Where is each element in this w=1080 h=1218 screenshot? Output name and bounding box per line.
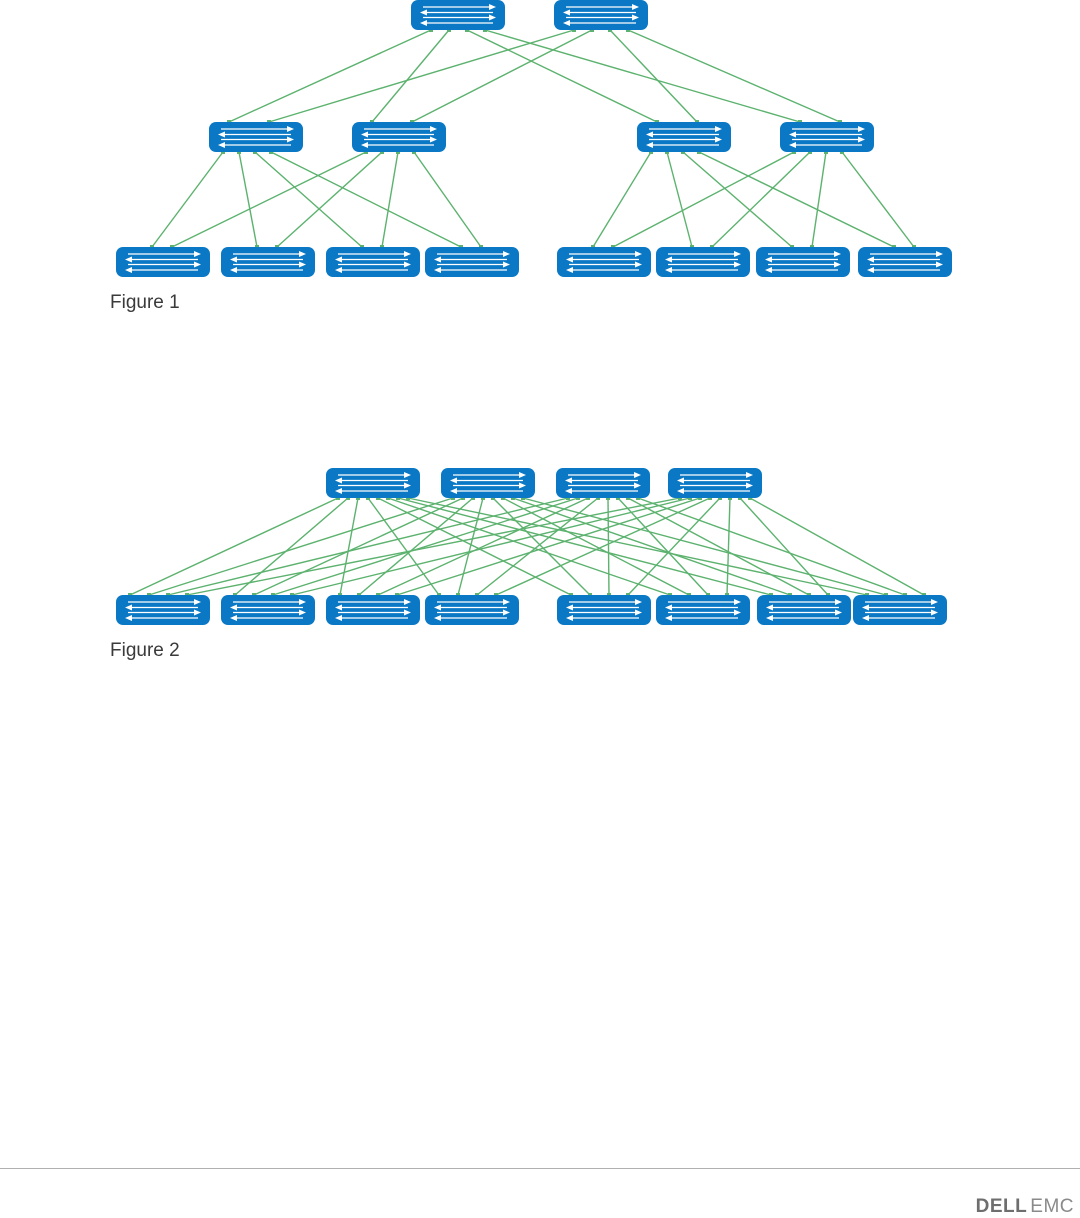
access-switch-5 — [557, 247, 651, 277]
leaf-access-link-3-7 — [681, 151, 794, 248]
access-switch-6 — [656, 247, 750, 277]
leaf-switch-6 — [656, 595, 750, 625]
figure-2-caption: Figure 2 — [110, 640, 180, 662]
spine-leaf-link-4-4 — [494, 497, 712, 596]
leaf-switch-1 — [209, 122, 303, 152]
figure-2-topology-diagram — [0, 462, 1080, 632]
spine-leaf-link-1-7 — [396, 497, 773, 596]
access-switch-8 — [858, 247, 952, 277]
access-switch-2 — [221, 247, 315, 277]
spine-leaf-link-1-2 — [233, 497, 350, 596]
spine-leaf-link-1-1 — [227, 29, 433, 123]
spine-switch-1 — [326, 468, 420, 498]
figure-2-links — [128, 497, 926, 596]
leaf-switch-8 — [853, 595, 947, 625]
spine-switch-3 — [556, 468, 650, 498]
access-switch-4 — [425, 247, 519, 277]
leaf-access-link-4-5 — [611, 151, 796, 248]
spine-leaf-link-2-7 — [511, 497, 792, 596]
spine-leaf-link-2-3 — [608, 29, 699, 123]
leaf-access-link-1-1 — [150, 151, 225, 248]
leaf-switch-2 — [221, 595, 315, 625]
leaf-switch-4 — [780, 122, 874, 152]
leaf-switch-3 — [326, 595, 420, 625]
access-switch-7 — [756, 247, 850, 277]
spine-leaf-link-1-3 — [465, 29, 659, 123]
leaf-switch-4 — [425, 595, 519, 625]
leaf-access-link-4-8 — [840, 151, 916, 248]
leaf-switch-2 — [352, 122, 446, 152]
figure-1-caption: Figure 1 — [110, 292, 180, 314]
leaf-switch-3 — [637, 122, 731, 152]
spine-leaf-link-3-8 — [636, 497, 907, 596]
spine-switch-4 — [668, 468, 762, 498]
access-switch-3 — [326, 247, 420, 277]
spine-leaf-link-3-2 — [271, 497, 580, 596]
leaf-access-link-2-2 — [275, 151, 384, 248]
spine-switch-1 — [411, 0, 505, 30]
access-switch-1 — [116, 247, 210, 277]
logo-dell-text: DELL — [976, 1196, 1028, 1218]
spine-leaf-link-1-1 — [128, 497, 340, 596]
leaf-switch-7 — [757, 595, 851, 625]
dell-emc-logo: DELL EMC — [976, 1196, 1074, 1218]
leaf-access-link-2-4 — [412, 151, 483, 248]
spine-leaf-link-4-3 — [395, 497, 702, 596]
spine-leaf-link-4-6 — [725, 497, 732, 596]
leaf-access-link-2-3 — [380, 151, 400, 248]
leaf-access-link-1-2 — [237, 151, 259, 248]
spine-switch-2 — [441, 468, 535, 498]
leaf-access-link-4-7 — [810, 151, 828, 248]
leaf-access-link-3-5 — [591, 151, 653, 248]
footer-divider — [0, 1168, 1080, 1169]
logo-emc-text: EMC — [1030, 1196, 1074, 1218]
leaf-switch-5 — [557, 595, 651, 625]
spine-leaf-link-2-4 — [626, 29, 842, 123]
spine-leaf-link-3-1 — [166, 497, 570, 596]
figure-1-topology-diagram — [0, 0, 1080, 285]
leaf-access-link-3-6 — [665, 151, 694, 248]
spine-leaf-link-2-1 — [267, 29, 576, 123]
spine-leaf-link-4-8 — [748, 497, 926, 596]
leaf-access-link-2-1 — [170, 151, 368, 248]
leaf-switch-1 — [116, 595, 210, 625]
spine-leaf-link-2-3 — [357, 497, 475, 596]
spine-switch-2 — [554, 0, 648, 30]
